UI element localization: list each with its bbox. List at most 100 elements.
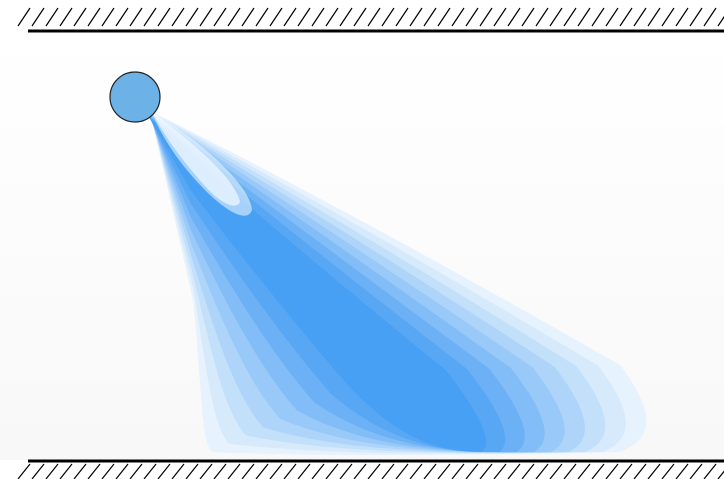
hatch-line: [689, 463, 703, 479]
hatch-line: [31, 7, 45, 27]
hatch-line: [101, 7, 115, 27]
hatch-line: [129, 7, 143, 27]
hatch-line: [311, 7, 325, 27]
hatch-line: [395, 7, 409, 27]
hatch-line: [437, 7, 451, 27]
hatch-line: [521, 463, 535, 479]
hatch-line: [283, 463, 297, 479]
hatch-line: [213, 7, 227, 27]
hatch-line: [437, 463, 451, 479]
hatch-line: [185, 463, 199, 479]
hatch-line: [703, 7, 717, 27]
hatch-line: [619, 463, 633, 479]
hatch-line: [283, 7, 297, 27]
plume-core-highlight: [153, 113, 240, 206]
hatch-line: [17, 463, 31, 479]
hatch-line: [45, 463, 59, 479]
hatch-line: [157, 463, 171, 479]
hatch-line: [269, 7, 283, 27]
hatch-line: [115, 463, 129, 479]
hatch-line: [633, 463, 647, 479]
hatch-line: [717, 470, 724, 479]
hatch-line: [661, 463, 675, 479]
hatch-line: [577, 463, 591, 479]
hatch-line: [31, 463, 45, 479]
hatch-line: [213, 463, 227, 479]
hatch-line: [199, 7, 213, 27]
hatch-line: [255, 7, 269, 27]
hatch-line: [353, 7, 367, 27]
hatch-line: [171, 463, 185, 479]
hatch-line: [381, 7, 395, 27]
bottom-wall-hatching: [17, 463, 724, 479]
hatch-line: [73, 7, 87, 27]
hatch-line: [549, 463, 563, 479]
hatch-line: [563, 7, 577, 27]
hatch-line: [241, 463, 255, 479]
hatch-line: [591, 463, 605, 479]
hatch-line: [143, 463, 157, 479]
hatch-line: [59, 7, 73, 27]
hatch-line: [241, 7, 255, 27]
hatch-line: [409, 463, 423, 479]
hatch-line: [549, 7, 563, 27]
hatch-line: [143, 7, 157, 27]
hatch-line: [591, 7, 605, 27]
hatch-line: [619, 7, 633, 27]
hatch-line: [87, 463, 101, 479]
hatch-line: [423, 7, 437, 27]
hatch-line: [339, 7, 353, 27]
hatch-line: [185, 7, 199, 27]
hatch-line: [171, 7, 185, 27]
hatch-line: [717, 15, 724, 27]
hatch-line: [101, 463, 115, 479]
hatch-line: [675, 7, 689, 27]
hatch-line: [465, 463, 479, 479]
source-circle: [109, 71, 161, 123]
hatch-line: [115, 7, 129, 27]
hatch-line: [255, 463, 269, 479]
hatch-line: [129, 463, 143, 479]
hatch-line: [311, 463, 325, 479]
hatch-line: [325, 7, 339, 27]
hatch-line: [563, 463, 577, 479]
hatch-line: [269, 463, 283, 479]
hatch-line: [59, 463, 73, 479]
hatch-line: [605, 7, 619, 27]
hatch-line: [409, 7, 423, 27]
hatch-line: [297, 7, 311, 27]
hatch-line: [339, 463, 353, 479]
hatch-line: [45, 7, 59, 27]
bottom-wall: [17, 459, 724, 479]
hatch-line: [689, 7, 703, 27]
hatch-line: [157, 7, 171, 27]
hatch-line: [451, 463, 465, 479]
hatch-line: [227, 7, 241, 27]
hatch-line: [605, 463, 619, 479]
hatch-line: [87, 7, 101, 27]
hatch-line: [73, 463, 87, 479]
hatch-line: [577, 7, 591, 27]
hatch-line: [479, 7, 493, 27]
hatch-line: [647, 463, 661, 479]
hatch-line: [451, 7, 465, 27]
hatch-line: [521, 7, 535, 27]
hatch-line: [633, 7, 647, 27]
hatch-line: [423, 463, 437, 479]
hatch-line: [199, 463, 213, 479]
hatch-line: [465, 7, 479, 27]
hatch-line: [493, 7, 507, 27]
hatch-line: [493, 463, 507, 479]
hatch-line: [227, 463, 241, 479]
hatch-line: [703, 463, 717, 479]
hatch-line: [367, 463, 381, 479]
hatch-line: [479, 463, 493, 479]
hatch-line: [507, 463, 521, 479]
hatch-line: [325, 463, 339, 479]
hatch-line: [381, 463, 395, 479]
hatch-line: [17, 7, 31, 27]
plume: [149, 111, 647, 455]
hatch-line: [647, 7, 661, 27]
hatch-line: [297, 463, 311, 479]
